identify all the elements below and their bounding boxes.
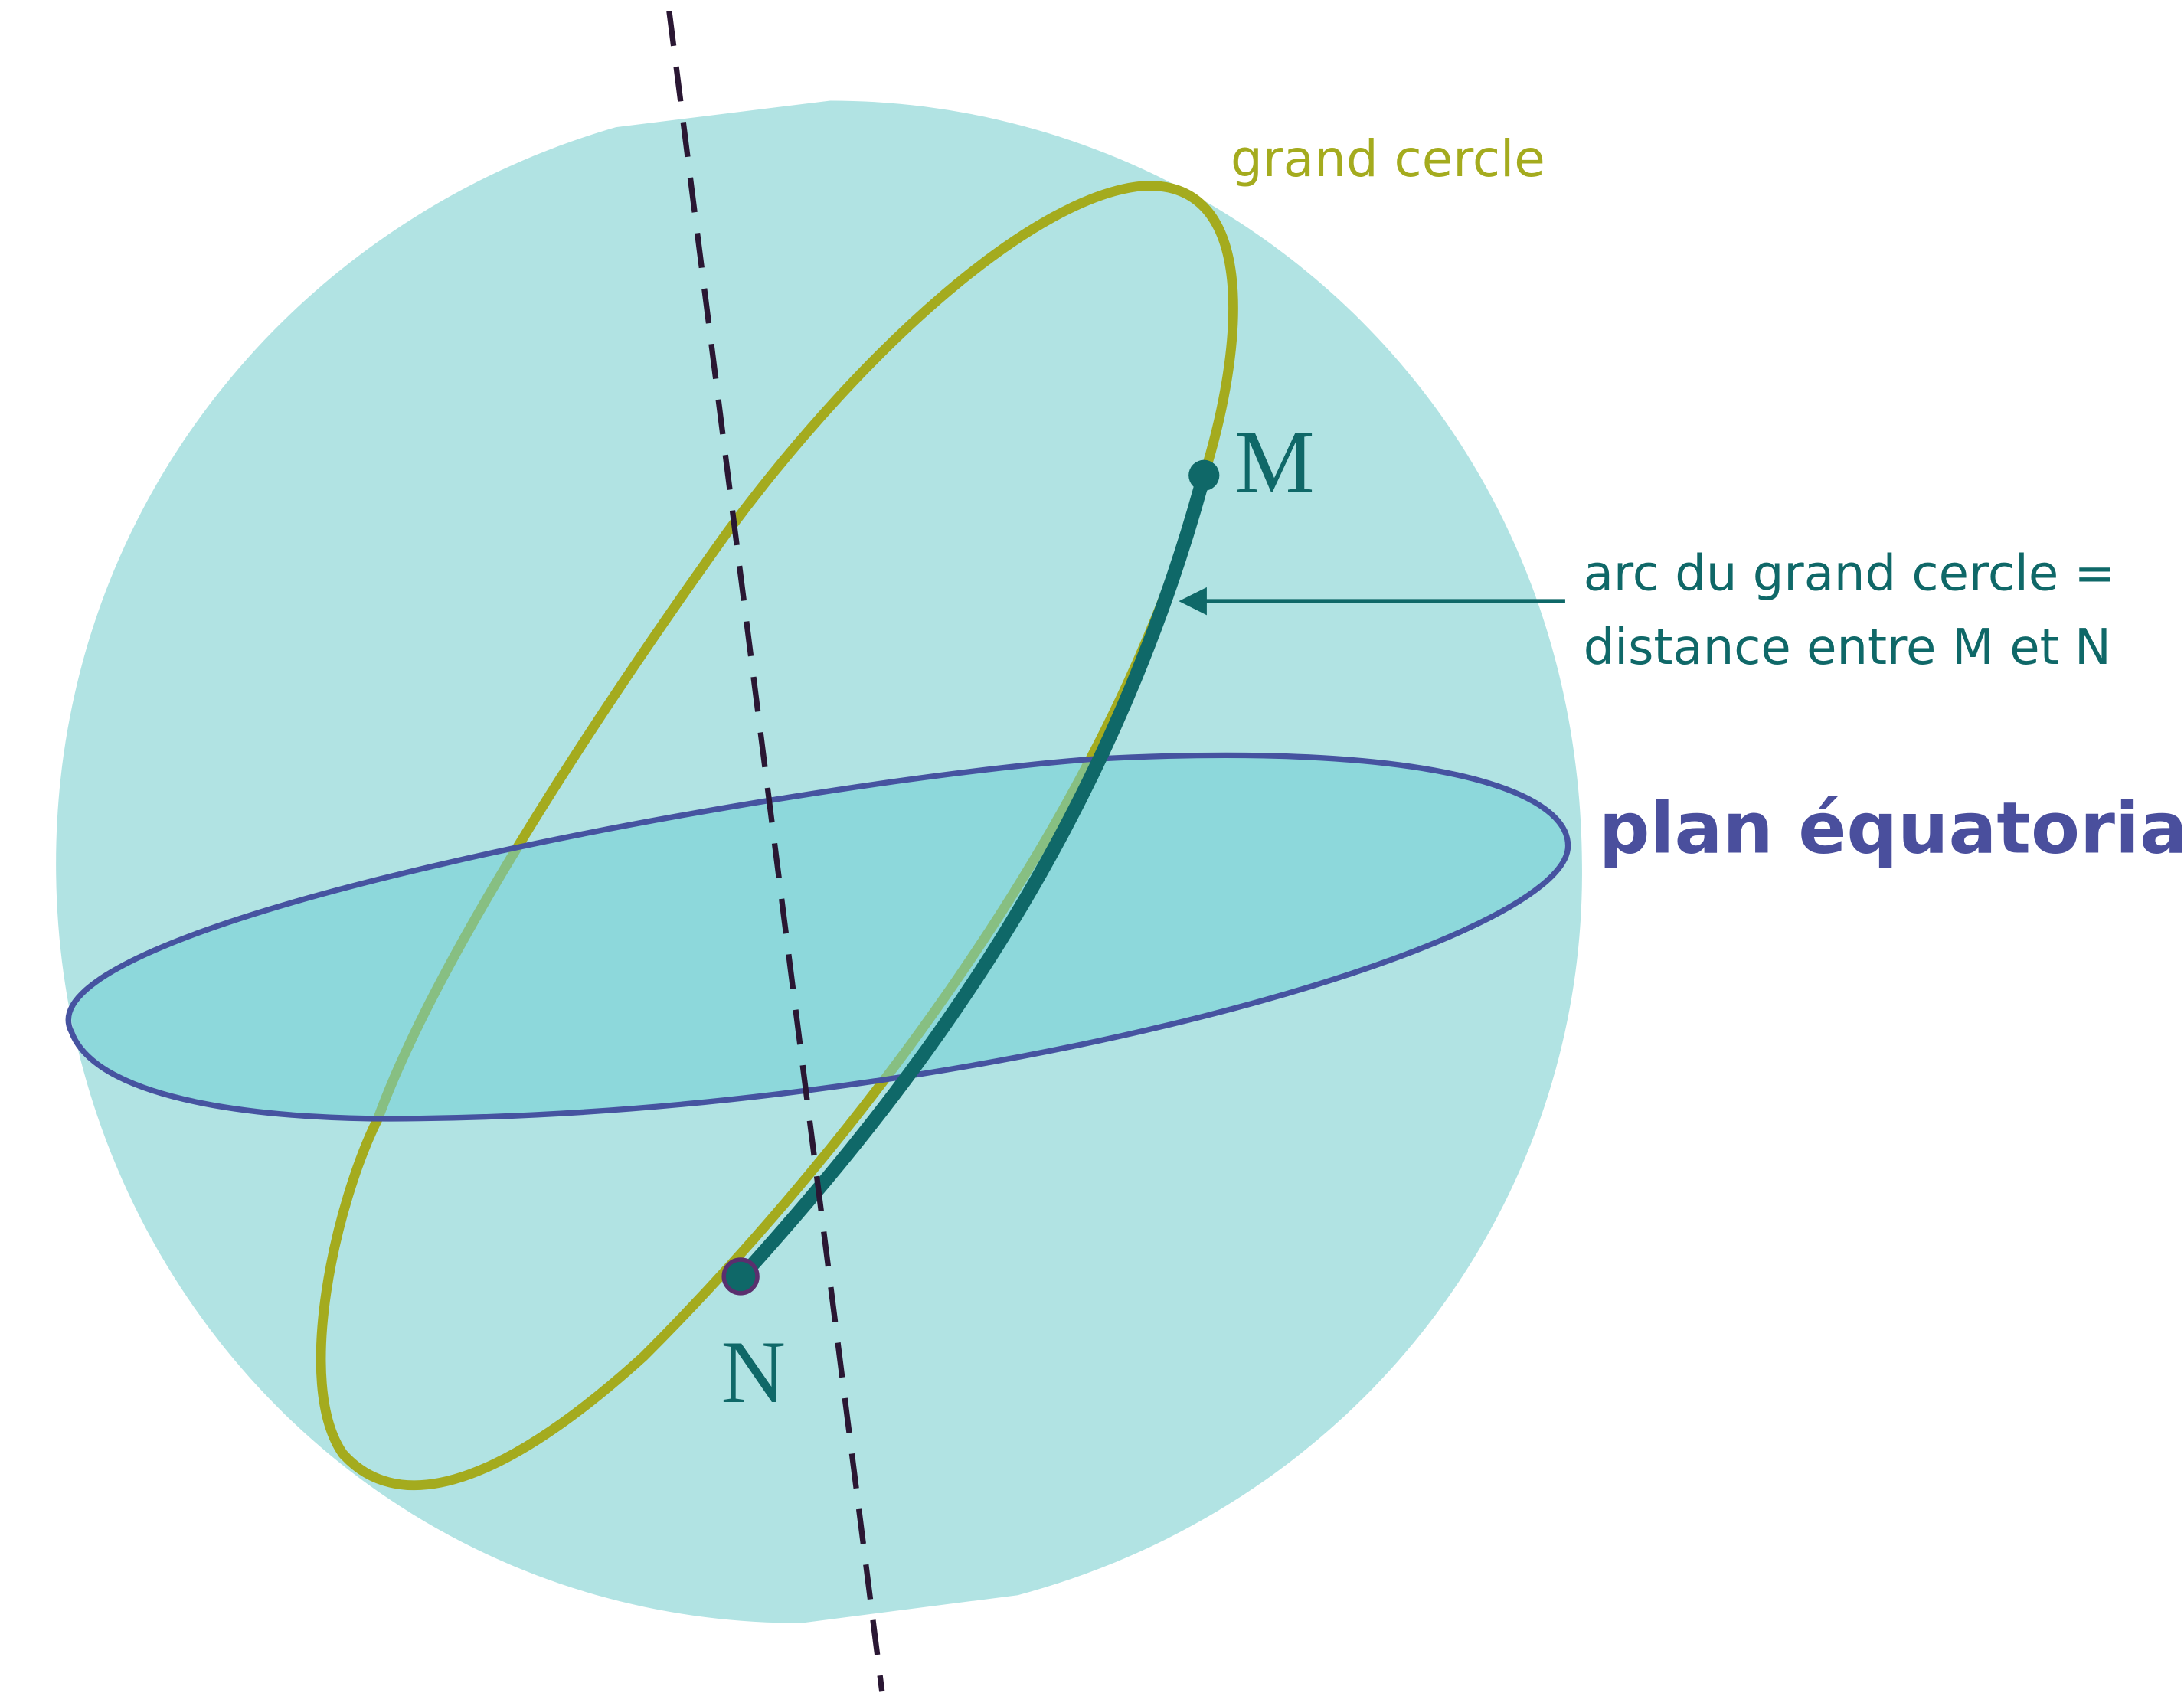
point-m [1188,459,1220,491]
equatorial-plane-label: plan équatorial [1599,787,2184,870]
point-n [721,1257,760,1296]
point-n-label: N [721,1323,786,1422]
arc-label-line2: distance entre M et N [1584,619,2111,676]
point-m-label: M [1234,413,1314,512]
great-circle-label: grand cercle [1231,129,1545,188]
arc-label-line1: arc du grand cercle = [1584,546,2115,603]
rotation-axis [666,11,885,1692]
arc-pointer-arrowhead [1179,587,1207,616]
equatorial-plane [65,752,1571,1122]
